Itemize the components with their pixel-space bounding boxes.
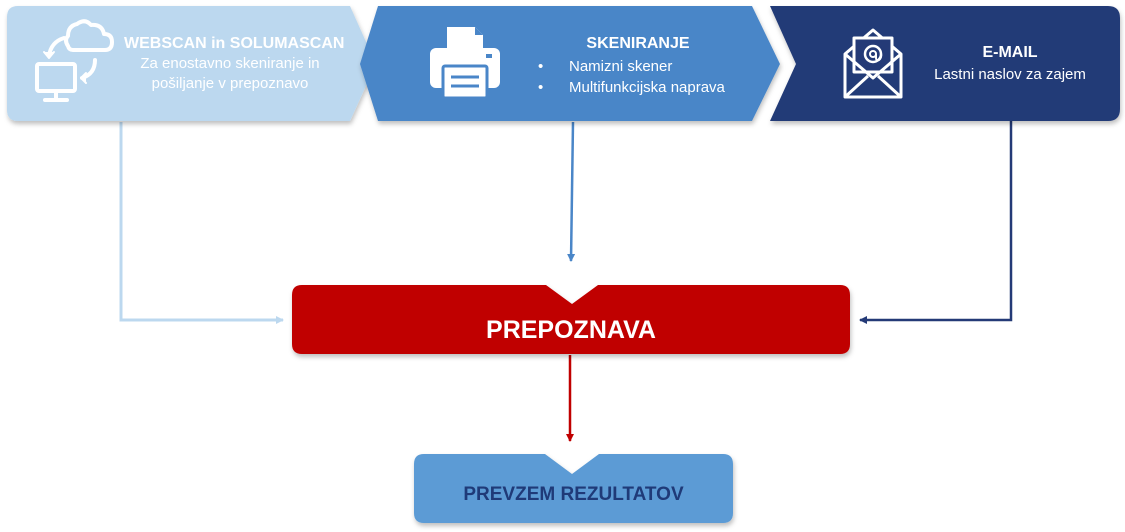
prepoznava-label: PREPOZNAVA	[486, 316, 656, 344]
skeniranje-title: SKENIRANJE	[586, 35, 690, 52]
skeniranje-item-multifunction-device: Multifunkcijska naprava	[538, 77, 725, 98]
prevzem-label: PREVZEM REZULTATOV	[463, 484, 684, 505]
email-title: E-MAIL	[982, 44, 1038, 61]
email-box	[770, 6, 1120, 121]
email-desc: Lastni naslov za zajem	[934, 66, 1086, 83]
webscan-title: WEBSCAN in SOLUMASCAN	[124, 35, 345, 52]
skeniranje-item-desktop-scanner: Namizni skener	[538, 56, 725, 77]
webscan-desc-line2: pošiljanje v prepoznavo	[151, 75, 309, 92]
connector-webscan-to-prepoznava	[119, 122, 284, 324]
printer-icon	[430, 27, 500, 100]
webscan-desc-line1: Za enostavno skeniranje in	[140, 55, 320, 72]
webscan-box	[7, 6, 376, 121]
prevzem-box	[414, 454, 733, 523]
connector-skeniranje-to-prepoznava	[567, 121, 576, 262]
email-envelope-icon	[843, 28, 903, 99]
skeniranje-list: Namizni skener Multifunkcijska naprava	[538, 56, 725, 98]
prepoznava-box	[292, 285, 850, 354]
connector-email-to-prepoznava	[859, 120, 1013, 324]
cloud-sync-monitor-icon	[35, 19, 114, 102]
